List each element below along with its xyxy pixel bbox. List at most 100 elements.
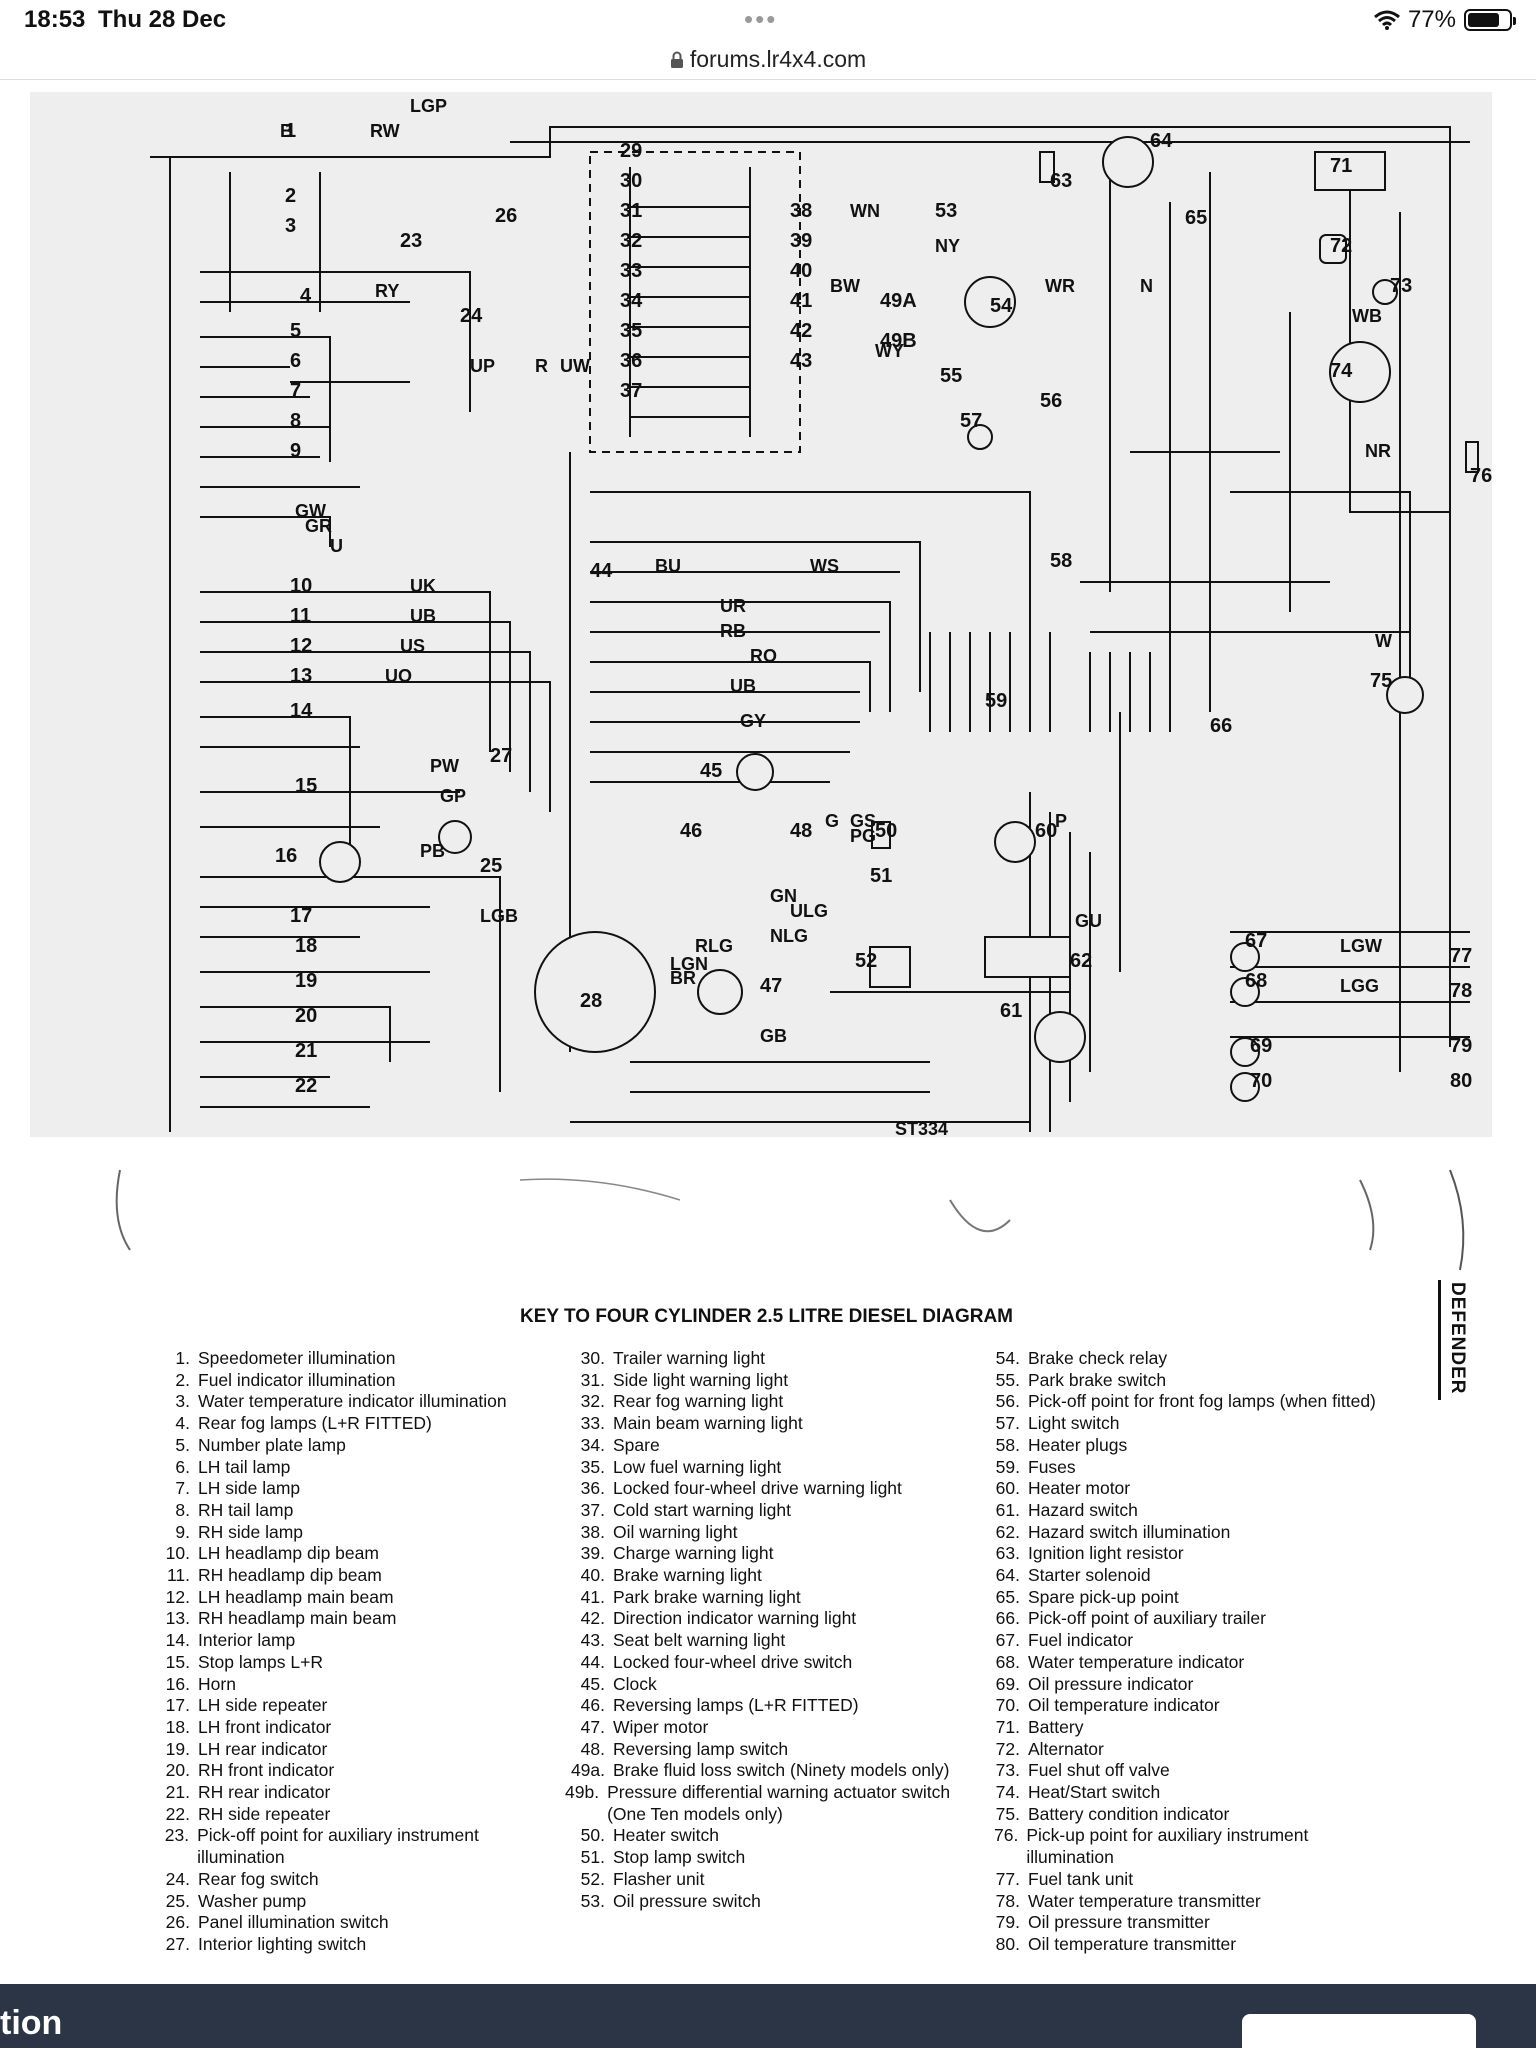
wire-color-label: GW [295,501,326,521]
component-number: 65 [1185,207,1207,229]
key-item-text: Brake warning light [613,1565,762,1586]
url-text[interactable]: forums.lr4x4.com [689,46,867,72]
key-item: 59.Fuses [990,1457,1380,1479]
key-item-number: 16. [165,1673,190,1694]
component-number: 53 [935,200,957,222]
key-item-number: 47. [580,1716,605,1737]
key-item: 55.Park brake switch [990,1370,1380,1392]
wire-color-label: LGP [410,96,447,116]
component-number: 43 [790,350,812,372]
multitask-dots-icon[interactable]: ••• [744,4,778,34]
key-item-number: 79. [995,1912,1020,1933]
bottom-bar-text: tion [0,2004,63,2042]
key-item-number: 36. [580,1478,605,1499]
wire-color-label: GB [760,1026,787,1046]
status-bar: 18:53 Thu 28 Dec ••• 77% [0,0,1536,40]
wire-color-label: NY [935,236,960,256]
key-item-number: 40. [580,1565,605,1586]
key-item: 16.Horn [160,1674,560,1696]
key-title: KEY TO FOUR CYLINDER 2.5 LITRE DIESEL DI… [520,1306,1014,1327]
key-item-number: 44. [580,1651,605,1672]
key-item-text: Rear fog switch [198,1868,319,1889]
component-number: 8 [290,410,301,432]
key-item: 8.RH tail lamp [160,1500,560,1522]
key-item-number: 58. [995,1434,1020,1455]
component-number: 27 [490,745,512,767]
key-item: 30.Trailer warning light [565,1348,965,1370]
key-item: 63.Ignition light resistor [990,1543,1380,1565]
key-item-text: LH rear indicator [198,1738,328,1759]
component-number: 26 [495,205,517,227]
key-item-text: Fuses [1028,1456,1076,1477]
component-number: 7 [290,380,301,402]
component-number: 40 [790,260,812,282]
wire-color-label: RLG [695,936,733,956]
wire-color-label: GR [305,516,332,536]
key-item: 58.Heater plugs [990,1435,1380,1457]
component-number: 41 [790,290,812,312]
key-item-text: Hazard switch [1028,1499,1138,1520]
key-item-number: 49a. [570,1760,605,1781]
key-item-number: 9. [175,1521,190,1542]
wire-color-label: U [330,536,343,556]
key-item-text: Wiper motor [613,1716,709,1737]
wire-color-label: PW [430,756,459,776]
key-item-text: Heat/Start switch [1028,1782,1161,1803]
key-item-number: 80. [995,1933,1020,1954]
key-item-text: LH front indicator [198,1716,332,1737]
wire-color-label: US [400,636,425,656]
key-item-text: Oil temperature indicator [1028,1695,1220,1716]
key-item-number: 37. [580,1499,605,1520]
key-item-text: Fuel indicator [1028,1630,1134,1651]
diagram-components [319,136,1479,1102]
key-item-number: 3. [175,1391,190,1412]
key-item-text: RH side repeater [198,1803,331,1824]
key-item: 79.Oil pressure transmitter [990,1912,1380,1934]
wire-color-label: NR [1365,441,1391,461]
component-number: 33 [620,260,642,282]
key-item-text: Battery [1028,1716,1084,1737]
component-number: 11 [290,605,311,627]
bottom-action-button[interactable] [1242,2014,1476,2048]
key-item-text: RH tail lamp [198,1499,294,1520]
key-item: 43.Seat belt warning light [565,1630,965,1652]
key-item-number: 45. [580,1673,605,1694]
component-number: 29 [620,140,642,162]
key-item-text: Alternator [1028,1738,1104,1759]
key-item-number: 46. [580,1695,605,1716]
wire-color-label: RW [370,121,400,141]
key-item-text: Battery condition indicator [1028,1803,1230,1824]
key-item-text: Trailer warning light [613,1348,766,1368]
key-item-text: Spare pick-up point [1028,1586,1179,1607]
key-item-text: LH headlamp dip beam [198,1543,379,1564]
component-number: 22 [295,1075,317,1097]
address-bar[interactable]: forums.lr4x4.com [0,40,1536,80]
key-item-text: Cold start warning light [613,1499,791,1520]
key-item-number: 38. [580,1521,605,1542]
component-number: 48 [790,820,812,842]
key-item: 48.Reversing lamp switch [565,1739,965,1761]
component-number: 9 [290,440,301,462]
key-item: 33.Main beam warning light [565,1413,965,1435]
wire-color-label: P [1055,811,1067,831]
wire-color-label: ULG [790,901,828,921]
key-item: 61.Hazard switch [990,1500,1380,1522]
key-item: 34.Spare [565,1435,965,1457]
component-number: 64 [1150,130,1173,152]
key-item-number: 41. [580,1586,605,1607]
component-number: 35 [620,320,642,342]
key-item-text: Interior lamp [198,1630,296,1651]
key-item-text: Seat belt warning light [613,1630,786,1651]
wire-color-label: NLG [770,926,808,946]
key-item: 53.Oil pressure switch [565,1891,965,1913]
component-number: 19 [295,970,317,992]
key-item: 66.Pick-off point of auxiliary trailer [990,1608,1380,1630]
key-item-text: LH tail lamp [198,1456,291,1477]
key-item-number: 17. [165,1695,190,1716]
key-item-text: Heater motor [1028,1478,1131,1499]
component-number: 71 [1330,155,1352,177]
component-number: 16 [275,845,297,867]
key-item: 71.Battery [990,1717,1380,1739]
